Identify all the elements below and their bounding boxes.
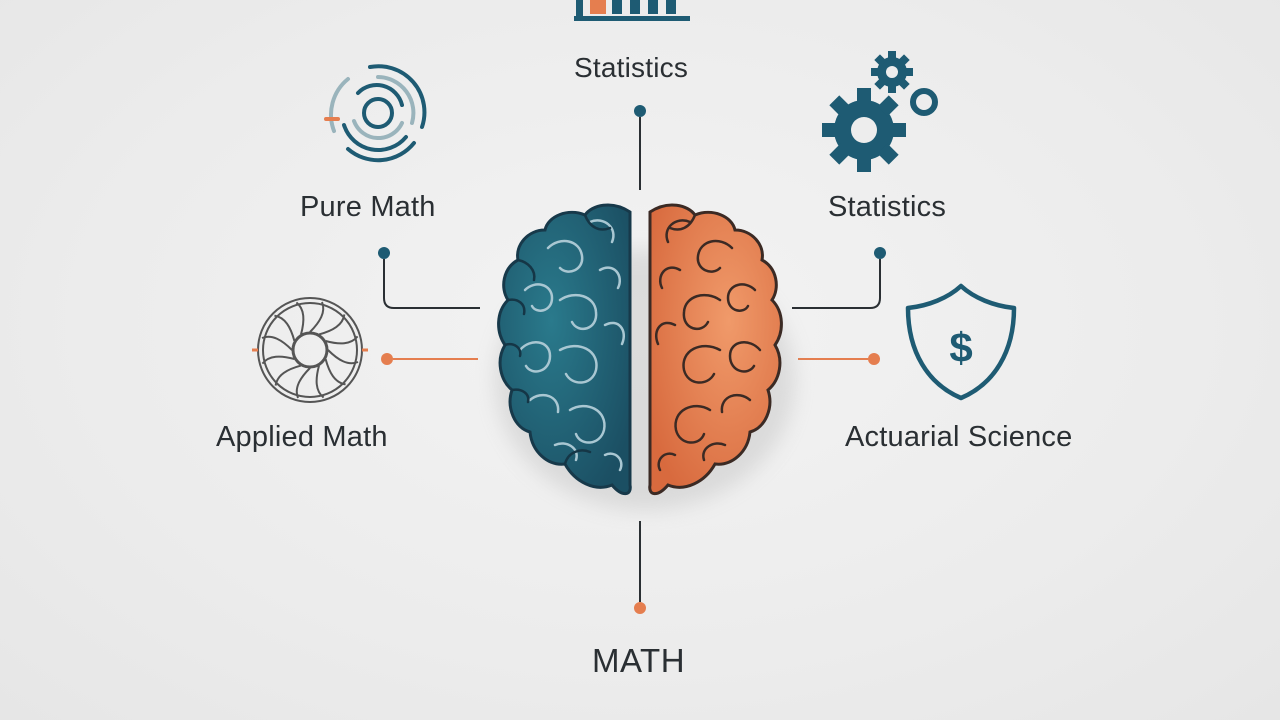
label-pure-math: Pure Math <box>300 191 436 223</box>
turbine-icon <box>252 297 368 403</box>
svg-text:$: $ <box>949 324 972 371</box>
label-statistics-right: Statistics <box>828 191 947 223</box>
connector-statistics-right <box>792 247 886 309</box>
label-math: MATH <box>592 642 686 679</box>
dollar-shield-icon: $ <box>905 283 1017 401</box>
connector-top <box>634 105 646 190</box>
brain-icon <box>495 203 795 510</box>
concentric-arcs-icon <box>324 64 427 163</box>
connector-bottom <box>634 521 646 614</box>
label-applied-math: Applied Math <box>216 421 388 453</box>
connector-pure-math <box>378 247 480 309</box>
connector-actuarial <box>798 353 880 365</box>
label-actuarial-science: Actuarial Science <box>845 421 1073 453</box>
label-top-statistics: Statistics <box>574 52 689 83</box>
brain-right-hemisphere <box>648 203 783 496</box>
bar-chart-icon <box>574 0 690 21</box>
gears-icon <box>822 51 938 172</box>
connector-applied-math <box>381 353 478 365</box>
